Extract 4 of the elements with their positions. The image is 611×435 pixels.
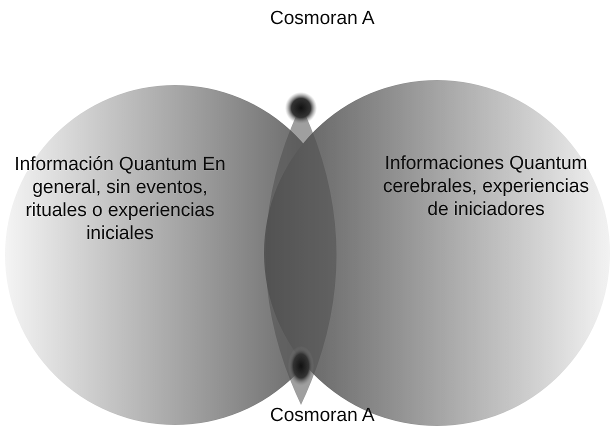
circle-label: Informaciones Quantum cerebrales, experiencias de iniciadores xyxy=(382,152,590,221)
point-label: Cosmoran A xyxy=(270,405,375,427)
point-label: Cosmoran A xyxy=(270,8,375,30)
circle-label: Información Quantum En general, sin eventos, rituales o experiencias iniciales xyxy=(13,153,227,245)
